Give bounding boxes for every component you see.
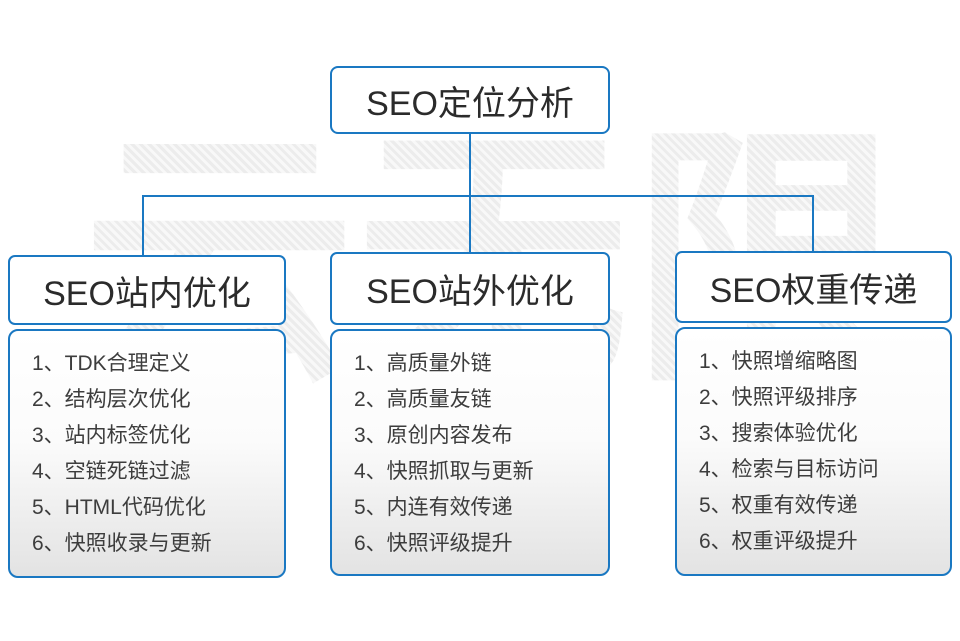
connector-horizontal [142, 195, 814, 197]
list-item: 2、高质量友链 [354, 388, 492, 411]
list-item: 3、站内标签优化 [32, 424, 191, 447]
column-offsite-optimization: SEO站外优化 1、高质量外链 2、高质量友链 3、原创内容发布 4、快照抓取与… [330, 252, 610, 576]
connector-middle-drop [469, 195, 471, 253]
list-item: 4、快照抓取与更新 [354, 460, 534, 483]
column-list: 1、高质量外链 2、高质量友链 3、原创内容发布 4、快照抓取与更新 5、内连有… [330, 329, 610, 576]
connector-top-vertical [469, 134, 471, 196]
list-item: 4、空链死链过滤 [32, 460, 191, 483]
list-item: 5、HTML代码优化 [32, 496, 206, 519]
column-header: SEO站内优化 [8, 255, 286, 325]
list-item: 1、快照增缩略图 [699, 350, 858, 373]
column-header-label: SEO站内优化 [43, 274, 251, 313]
column-list: 1、TDK合理定义 2、结构层次优化 3、站内标签优化 4、空链死链过滤 5、H… [8, 329, 286, 578]
column-header: SEO权重传递 [675, 251, 952, 323]
root-node-label: SEO定位分析 [366, 84, 574, 123]
list-item: 6、快照评级提升 [354, 532, 513, 555]
list-item: 2、结构层次优化 [32, 388, 191, 411]
column-list: 1、快照增缩略图 2、快照评级排序 3、搜索体验优化 4、检索与目标访问 5、权… [675, 327, 952, 576]
root-node-seo-positioning: SEO定位分析 [330, 66, 610, 134]
list-item: 6、快照收录与更新 [32, 532, 212, 555]
column-header-label: SEO站外优化 [366, 273, 574, 311]
list-item: 2、快照评级排序 [699, 386, 858, 409]
list-item: 3、原创内容发布 [354, 424, 513, 447]
list-item: 1、TDK合理定义 [32, 352, 191, 375]
list-item: 3、搜索体验优化 [699, 422, 858, 445]
list-item: 6、权重评级提升 [699, 530, 858, 553]
list-item: 4、检索与目标访问 [699, 458, 879, 481]
list-item: 1、高质量外链 [354, 352, 492, 375]
column-weight-transfer: SEO权重传递 1、快照增缩略图 2、快照评级排序 3、搜索体验优化 4、检索与… [675, 251, 952, 576]
column-header-label: SEO权重传递 [709, 271, 918, 310]
column-header: SEO站外优化 [330, 252, 610, 325]
connector-left-drop [142, 195, 144, 255]
column-onsite-optimization: SEO站内优化 1、TDK合理定义 2、结构层次优化 3、站内标签优化 4、空链… [8, 255, 286, 578]
list-item: 5、权重有效传递 [699, 494, 858, 517]
connector-right-drop [812, 195, 814, 251]
list-item: 5、内连有效传递 [354, 496, 513, 519]
